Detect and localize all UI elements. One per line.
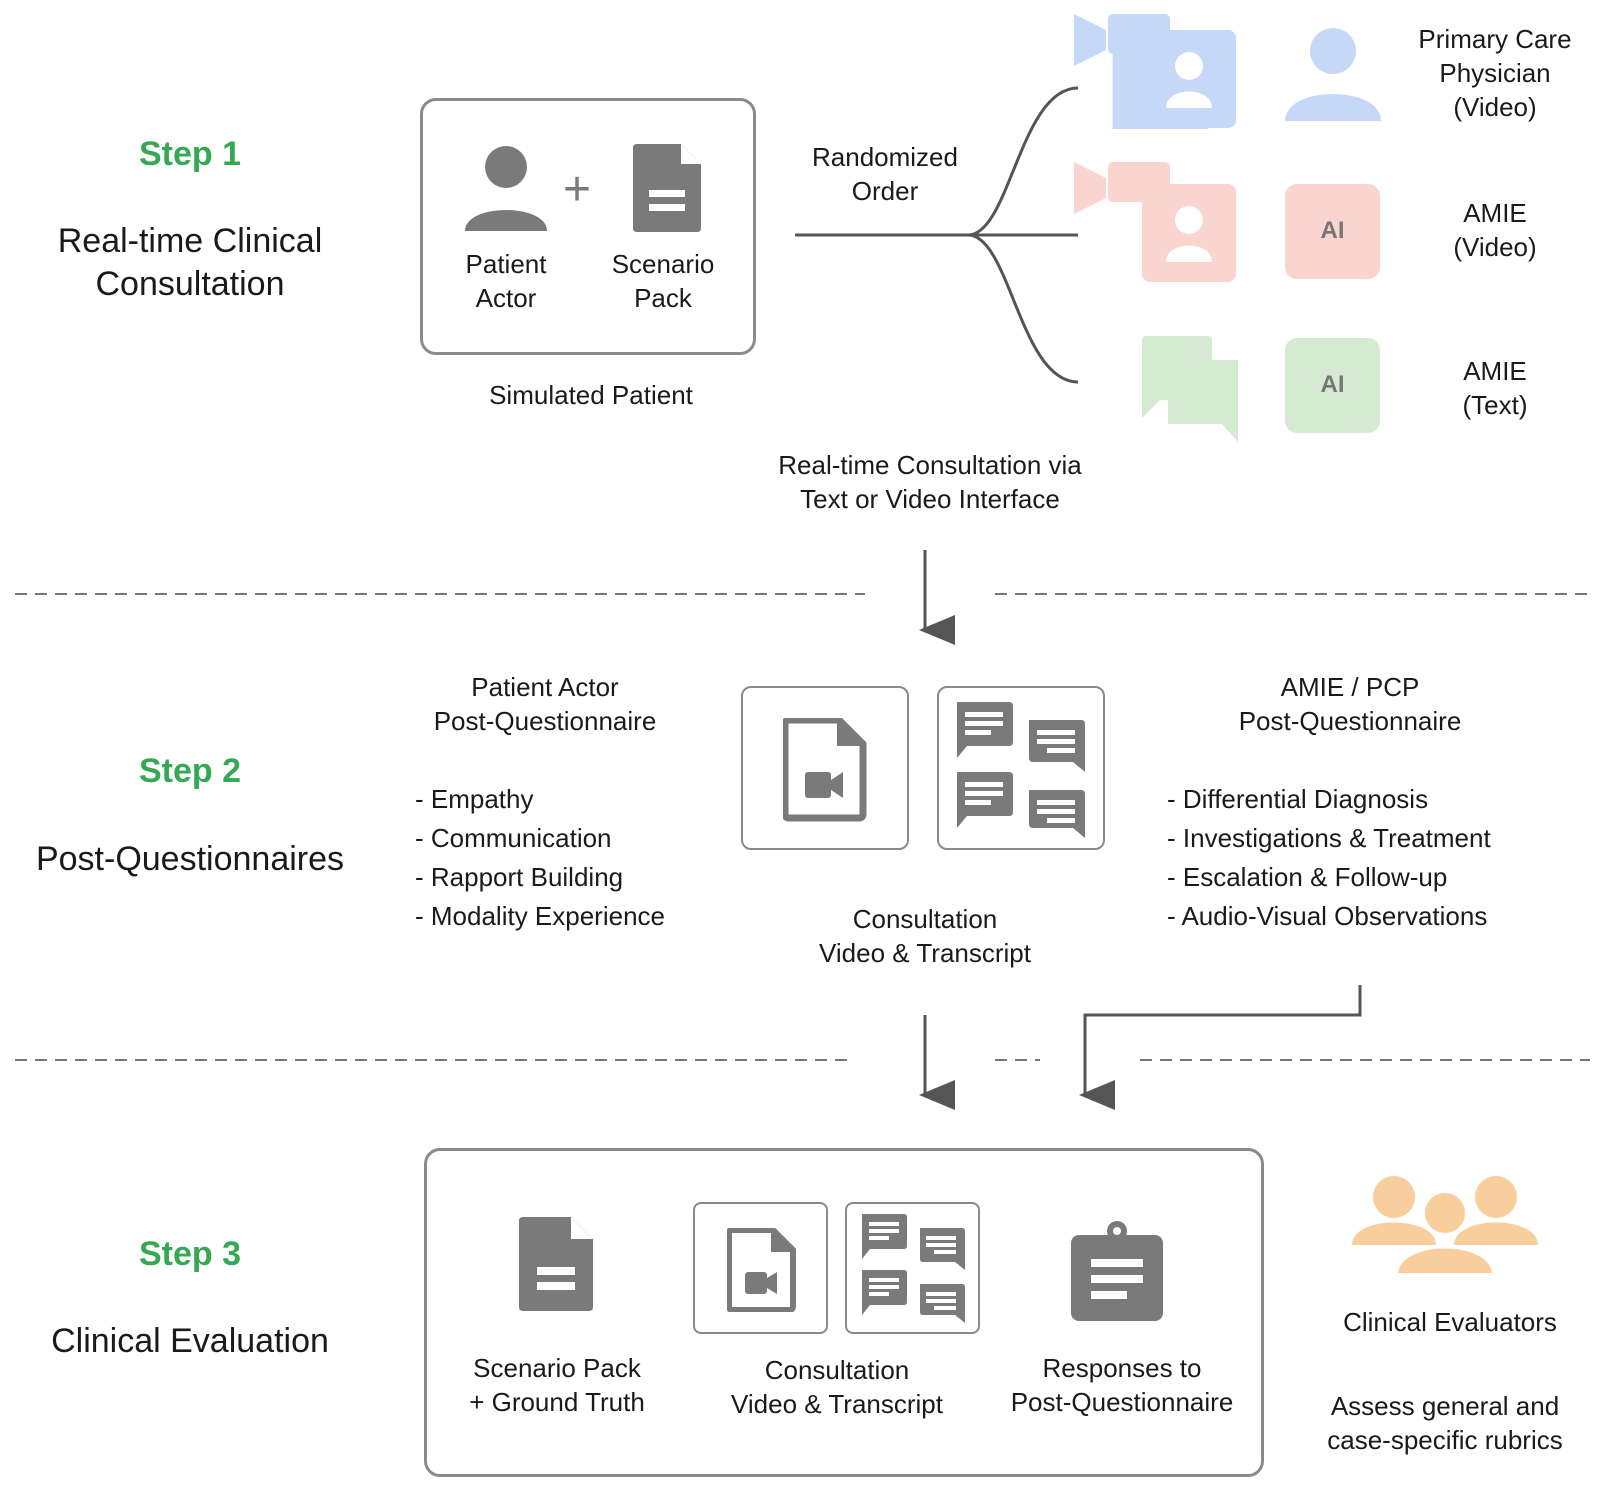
transcript-icon bbox=[862, 1214, 965, 1323]
list-item: - Escalation & Follow-up bbox=[1167, 862, 1448, 892]
amie-pcp-questionnaire-title: AMIE / PCP Post-Questionnaire bbox=[1238, 672, 1462, 736]
video-call-icon bbox=[1074, 14, 1236, 129]
person-icon bbox=[1285, 28, 1381, 121]
person-icon bbox=[465, 146, 547, 231]
patient-questionnaire-title: Patient Actor Post-Questionnaire bbox=[433, 672, 657, 736]
arrow-questionnaire-to-step3 bbox=[1079, 985, 1362, 1110]
video-transcript-icon bbox=[693, 1202, 828, 1334]
video-file-icon bbox=[727, 1228, 796, 1312]
step3-label: Step 3 bbox=[138, 1235, 242, 1273]
amie-pcp-questionnaire-list: - Differential Diagnosis - Investigation… bbox=[1167, 780, 1491, 936]
step1-name: Real-time Clinical Consultation bbox=[57, 222, 323, 303]
simulated-patient-caption: Simulated Patient bbox=[489, 380, 693, 410]
simulated-patient-box: + Patient Actor Scenario Pack bbox=[420, 98, 756, 355]
step2-name: Post-Questionnaires bbox=[35, 840, 345, 878]
evaluation-inputs-box: Scenario Pack + Ground Truth bbox=[424, 1148, 1264, 1477]
consultation-artifacts-caption: Consultation Video & Transcript bbox=[819, 904, 1031, 968]
list-item: - Empathy bbox=[415, 784, 534, 814]
clipboard-icon bbox=[1071, 1221, 1163, 1321]
step1-label: Step 1 bbox=[138, 135, 242, 173]
arm-amie-text-label: AMIE (Text) bbox=[1462, 356, 1528, 420]
transcript-icon bbox=[957, 702, 1085, 838]
transcript-box bbox=[937, 686, 1105, 850]
branch-to-amie-text bbox=[967, 233, 1079, 384]
list-item: - Differential Diagnosis bbox=[1167, 784, 1429, 814]
transcript-box bbox=[845, 1202, 980, 1334]
arm-amie-video-label: AMIE (Video) bbox=[1453, 198, 1537, 262]
branch-to-pcp bbox=[967, 86, 1079, 237]
assess-rubrics-caption: Assess general and case-specific rubrics bbox=[1327, 1391, 1563, 1455]
questionnaire-responses-label: Responses to Post-Questionnaire bbox=[1010, 1353, 1234, 1417]
ai-badge-icon: AI bbox=[1285, 184, 1380, 279]
chat-icon bbox=[1142, 336, 1238, 442]
plus-sign: + bbox=[563, 163, 592, 216]
interface-caption: Real-time Consultation via Text or Video… bbox=[778, 450, 1082, 514]
list-item: - Communication bbox=[415, 823, 612, 853]
list-item: - Modality Experience bbox=[415, 901, 665, 931]
patient-actor-label: Patient Actor bbox=[465, 249, 547, 313]
video-file-box bbox=[741, 686, 909, 850]
list-item: - Rapport Building bbox=[415, 862, 624, 892]
scenario-pack-label: Scenario Pack bbox=[611, 249, 715, 313]
document-icon bbox=[519, 1217, 593, 1311]
scenario-ground-truth-label: Scenario Pack + Ground Truth bbox=[469, 1353, 645, 1417]
step3-name: Clinical Evaluation bbox=[51, 1322, 329, 1360]
clinical-evaluators-label: Clinical Evaluators bbox=[1343, 1307, 1557, 1337]
video-file-icon bbox=[783, 718, 867, 822]
ai-badge-icon: AI bbox=[1285, 338, 1380, 433]
video-call-icon bbox=[1074, 162, 1236, 282]
arm-pcp-video-label: Primary Care Physician (Video) bbox=[1418, 24, 1572, 122]
group-icon bbox=[1352, 1176, 1538, 1277]
list-item: - Investigations & Treatment bbox=[1167, 823, 1491, 853]
list-item: - Audio-Visual Observations bbox=[1167, 901, 1488, 931]
randomized-order-label: Randomized Order bbox=[812, 142, 958, 206]
document-icon bbox=[633, 144, 701, 232]
patient-questionnaire-list: - Empathy - Communication - Rapport Buil… bbox=[415, 780, 665, 936]
step3-consultation-label: Consultation Video & Transcript bbox=[731, 1355, 943, 1419]
step2-label: Step 2 bbox=[138, 752, 242, 790]
